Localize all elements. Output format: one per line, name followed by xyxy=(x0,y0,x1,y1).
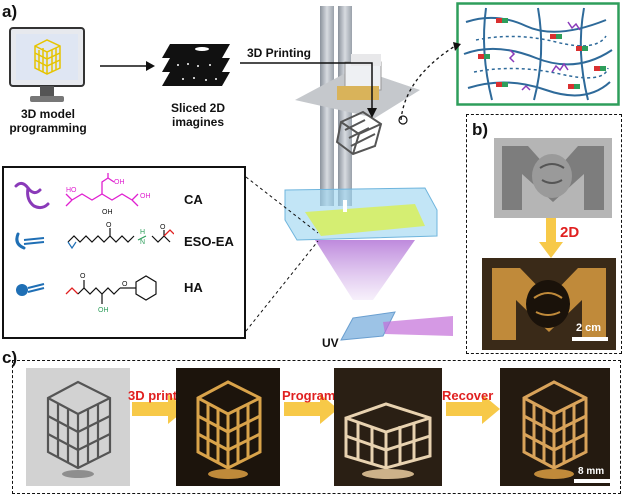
programmed-lattice-image xyxy=(334,368,442,486)
svg-text:N: N xyxy=(140,239,145,246)
recovered-lattice-image xyxy=(500,368,610,486)
ca-oh-text: OH xyxy=(102,209,113,216)
svg-text:O: O xyxy=(122,281,128,288)
sliced-label-line1: Sliced 2D xyxy=(170,101,226,115)
arrow-right-icon xyxy=(100,61,155,71)
printing-arrow-icon xyxy=(240,62,377,118)
chemistry-legend-box xyxy=(2,166,246,339)
ha-icon xyxy=(16,283,45,296)
panel-b-box xyxy=(466,114,622,354)
ha-oh-text: OH xyxy=(98,307,109,314)
ca-wavy-icon xyxy=(14,181,50,210)
ha-structure: O O OH xyxy=(65,273,157,314)
eso-ea-structure: H N O O xyxy=(67,222,174,250)
legend-ha-label: HA xyxy=(184,280,203,295)
svg-text:OH: OH xyxy=(140,193,151,200)
printing-label: 3D Printing xyxy=(247,46,312,60)
legend-ca-label: CA xyxy=(184,192,203,207)
model-label: 3D model programming xyxy=(6,107,90,135)
monitor-icon xyxy=(9,27,85,102)
step-arrow-2 xyxy=(284,394,338,424)
ca-structure: HO OH OH OH xyxy=(65,173,151,216)
svg-text:O: O xyxy=(80,273,86,280)
cad-lattice-image xyxy=(26,368,130,486)
panel-c-letter: c) xyxy=(2,348,18,367)
svg-text:H: H xyxy=(140,229,145,236)
step-arrow-3 xyxy=(446,394,500,424)
uv-label: UV xyxy=(322,336,339,350)
sliced-label: Sliced 2D imagines xyxy=(158,101,238,129)
panel-b-letter: b) xyxy=(472,120,489,139)
eso-ea-icon xyxy=(15,232,45,250)
sliced-label-line2: imagines xyxy=(171,115,225,129)
m-logo-printed xyxy=(482,258,616,350)
m-logo-2d xyxy=(494,138,612,218)
printed-lattice-image xyxy=(176,368,280,486)
legend-eso-ea-label: ESO-EA xyxy=(184,234,234,249)
zoom-dotted-curve xyxy=(398,42,461,125)
scale-8mm-label: 8 mm xyxy=(578,466,605,477)
panel-c-box xyxy=(12,360,621,494)
scale-bar-8mm xyxy=(574,479,610,483)
model-label-line2: programming xyxy=(9,121,87,135)
model-label-line1: 3D model xyxy=(20,107,75,121)
svg-text:OH: OH xyxy=(114,179,125,186)
scale-2cm-label: 2 cm xyxy=(576,322,602,334)
scale-bar-2cm xyxy=(572,337,608,341)
arrow-down-icon xyxy=(539,218,563,258)
panel-a-letter: a) xyxy=(2,2,18,21)
arrow-2d-label: 2D xyxy=(560,224,580,241)
zoom-dashed-lines xyxy=(245,176,319,332)
polymer-network-inset xyxy=(456,2,620,106)
svg-text:O: O xyxy=(106,222,112,229)
svg-text:HO: HO xyxy=(66,187,77,194)
printer-apparatus xyxy=(284,6,453,341)
step-program-label: Program xyxy=(282,388,336,403)
sliced-images-icon xyxy=(162,44,230,86)
step-recover-label: Recover xyxy=(442,388,494,403)
step-3d-print-label: 3D print xyxy=(128,388,178,403)
svg-text:O: O xyxy=(160,224,166,231)
